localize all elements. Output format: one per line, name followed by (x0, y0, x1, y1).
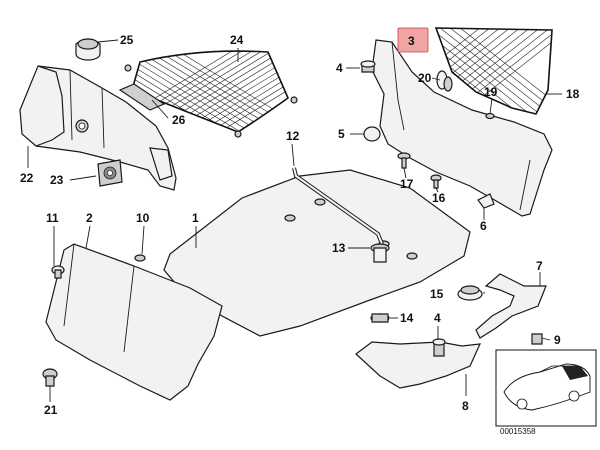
clip-20 (443, 76, 453, 92)
side-trim-panel-22 (19, 65, 177, 191)
trunk-area-highlight (562, 366, 588, 380)
callout-3-highlight (397, 27, 429, 53)
callout-24: 24 (230, 33, 244, 47)
corner-trim-7 (475, 273, 547, 339)
callout-16: 16 (432, 191, 446, 205)
vehicle-thumbnail: 00015358 (495, 349, 597, 436)
clip-11 (51, 265, 65, 279)
screw-19 (485, 112, 495, 120)
callout-26: 26 (172, 113, 186, 127)
callout-10: 10 (136, 211, 150, 225)
clip-9 (531, 333, 543, 345)
callout-2: 2 (86, 211, 93, 225)
callout-20: 20 (418, 71, 432, 85)
speaker-grille-23 (97, 159, 123, 187)
callout-19: 19 (484, 85, 498, 99)
callout-15: 15 (430, 287, 444, 301)
clip-10 (134, 254, 146, 262)
callout-6: 6 (480, 219, 487, 233)
callout-12: 12 (286, 129, 300, 143)
callout-13: 13 (332, 241, 346, 255)
callout-23: 23 (50, 173, 64, 187)
pad-26 (118, 83, 166, 111)
push-rivet-4-bottom (432, 338, 446, 357)
callout-18: 18 (566, 87, 580, 101)
callout-4-top: 4 (336, 61, 343, 75)
callout-4-bottom: 4 (434, 311, 441, 325)
callout-7: 7 (536, 259, 543, 273)
cap-25 (75, 38, 101, 61)
callout-labels: 25 24 26 22 23 12 11 2 10 1 13 3 4 20 18… (20, 33, 580, 417)
callout-11: 11 (46, 211, 59, 225)
callout-17: 17 (400, 177, 414, 191)
rear-panel-trim-2 (45, 243, 223, 401)
bumper-14 (370, 313, 390, 323)
clip-6 (477, 193, 495, 209)
callout-1: 1 (192, 211, 199, 225)
clip-21 (42, 368, 58, 387)
screw-17 (397, 152, 411, 169)
cargo-net-24 (124, 50, 298, 138)
lower-trim-strip-8 (355, 341, 481, 389)
callout-25: 25 (120, 33, 134, 47)
button-5 (363, 126, 381, 142)
leader-lines (27, 39, 562, 402)
handle-rod-12 (292, 167, 384, 245)
reference-code: 00015358 (500, 427, 536, 436)
grommet-13 (370, 243, 390, 263)
callout-9: 9 (554, 333, 561, 347)
push-rivet-4-top (360, 60, 376, 73)
callout-21: 21 (44, 403, 58, 417)
screw-16 (430, 174, 442, 189)
callout-8: 8 (462, 399, 469, 413)
callout-5: 5 (338, 127, 345, 141)
callout-14: 14 (400, 311, 414, 325)
cap-15 (457, 285, 483, 301)
callout-22: 22 (20, 171, 34, 185)
callout-3: 3 (408, 34, 415, 48)
